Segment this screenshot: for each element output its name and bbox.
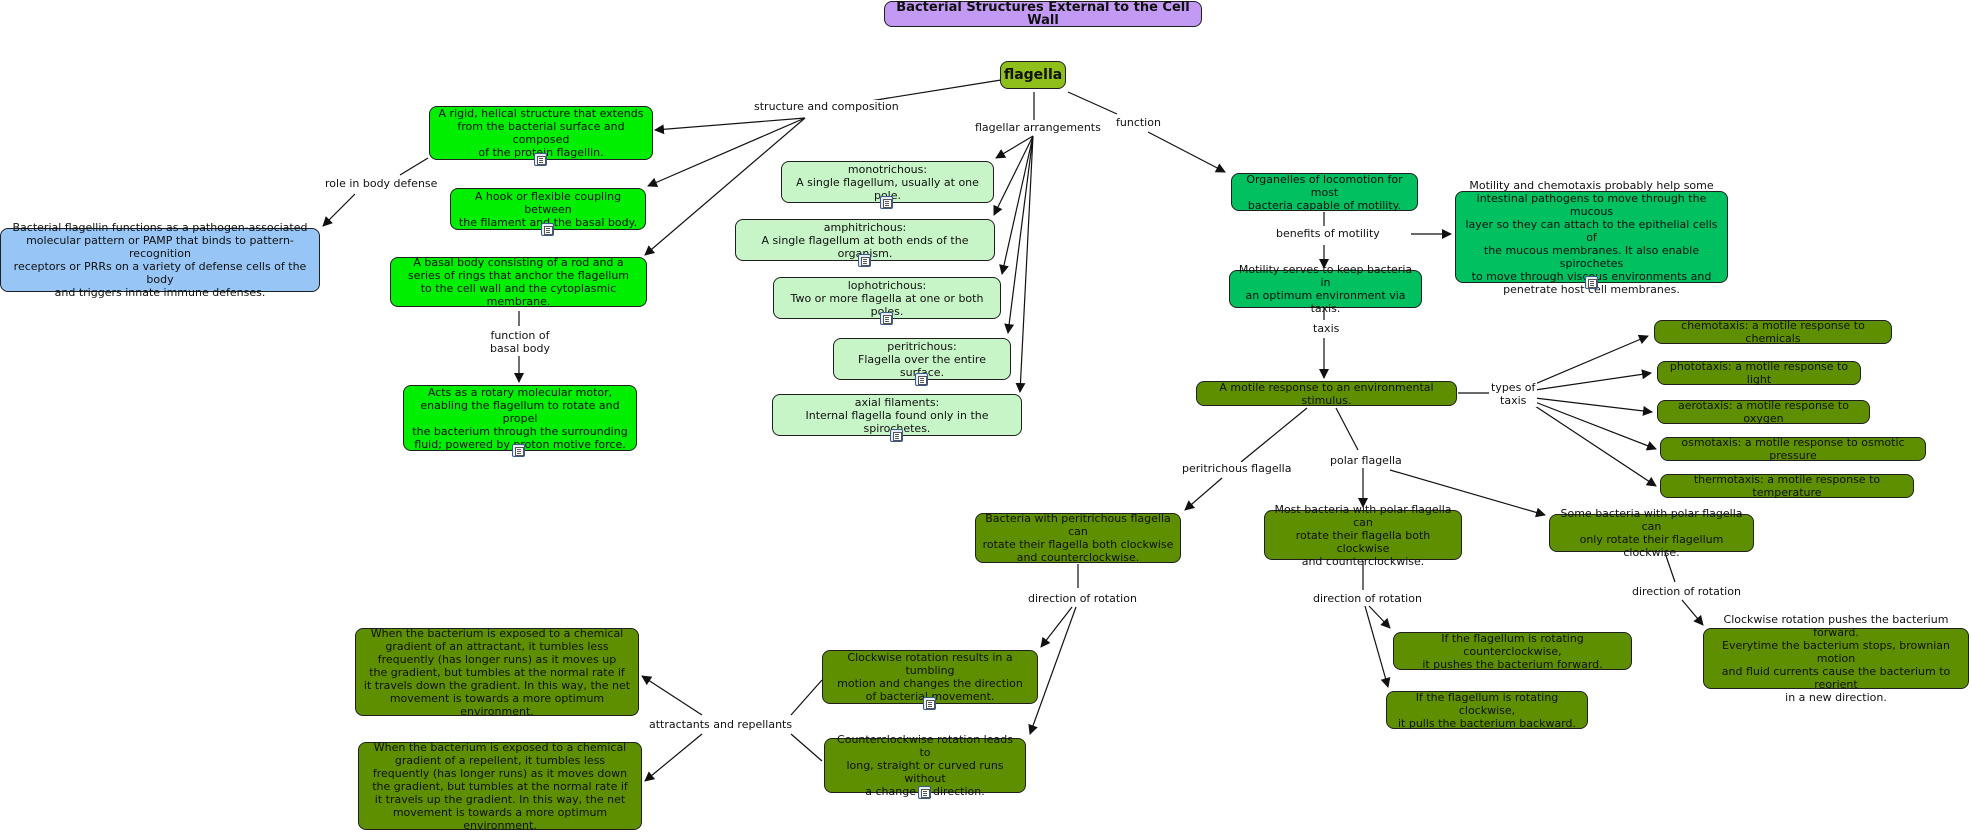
node-chemotaxis[interactable]: chemotaxis: a motile response to chemica…: [1654, 319, 1892, 345]
link-line: [869, 79, 1002, 102]
node-peritrichous-rotation[interactable]: Bacteria with peritrichous flagella can …: [975, 512, 1181, 564]
link-line: [1028, 606, 1077, 735]
link-label-direction-1: direction of rotation: [1026, 592, 1139, 605]
node-most-polar[interactable]: Most bacteria with polar flagella can ro…: [1264, 503, 1462, 568]
node-organelles[interactable]: Organelles of locomotion for most bacter…: [1231, 173, 1418, 212]
link-line: [1681, 599, 1704, 626]
link-label-taxis: taxis: [1311, 322, 1342, 335]
link-label-structure: structure and composition: [752, 100, 901, 113]
map-title: Bacterial Structures External to the Cel…: [884, 1, 1202, 27]
node-aerotaxis[interactable]: aerotaxis: a motile response to oxygen: [1657, 399, 1870, 425]
node-phototaxis[interactable]: phototaxis: a motile response to light: [1657, 360, 1861, 386]
link-line: [1389, 469, 1546, 518]
link-line: [654, 117, 806, 135]
link-line: [1335, 407, 1359, 451]
node-attractant-gradient[interactable]: When the bacterium is exposed to a chemi…: [355, 627, 639, 718]
link-line: [644, 733, 703, 782]
link-label-peritrichous-flagella: peritrichous flagella: [1180, 462, 1294, 475]
node-monotrichous[interactable]: monotrichous: A single flagellum, usuall…: [781, 161, 994, 203]
node-body-defense[interactable]: Bacterial flagellin functions as a patho…: [0, 221, 320, 299]
link-line: [399, 157, 429, 176]
link-label-types-taxis: types of taxis: [1489, 381, 1538, 407]
link-line: [1147, 131, 1226, 173]
link-line: [1184, 477, 1223, 511]
node-thermotaxis[interactable]: thermotaxis: a motile response to temper…: [1660, 473, 1914, 499]
link-label-function: function: [1114, 116, 1163, 129]
link-line: [1040, 606, 1073, 648]
resource-document-icon[interactable]: [880, 312, 893, 325]
link-line: [1368, 605, 1391, 629]
link-label-direction-2: direction of rotation: [1311, 592, 1424, 605]
link-line: [790, 679, 823, 716]
node-basal-body[interactable]: A basal body consisting of a rod and a s…: [390, 256, 647, 308]
link-line: [995, 135, 1034, 159]
link-line: [1364, 605, 1391, 688]
link-line: [999, 135, 1034, 275]
node-cw-pull[interactable]: If the flagellum is rotating clockwise, …: [1386, 691, 1588, 730]
resource-document-icon[interactable]: [918, 786, 931, 799]
link-line: [1664, 552, 1676, 583]
link-line: [1534, 334, 1649, 385]
link-label-direction-3: direction of rotation: [1630, 585, 1743, 598]
link-line: [790, 733, 823, 762]
resource-document-icon[interactable]: [534, 153, 547, 166]
link-label-body-defense: role in body defense: [323, 177, 440, 190]
link-line: [1015, 135, 1034, 393]
node-rotary-motor[interactable]: Acts as a rotary molecular motor, enabli…: [403, 385, 637, 451]
link-line: [1534, 369, 1652, 391]
link-line: [647, 117, 806, 188]
node-ccw-push[interactable]: If the flagellum is rotating countercloc…: [1393, 632, 1632, 671]
node-helical-structure[interactable]: A rigid, helical structure that extends …: [429, 106, 653, 160]
node-optimum-environment[interactable]: Motility serves to keep bacteria in an o…: [1229, 263, 1422, 315]
node-peritrichous[interactable]: peritrichous: Flagella over the entire s…: [833, 338, 1011, 380]
resource-document-icon[interactable]: [880, 196, 893, 209]
node-taxis-definition[interactable]: A motile response to an environmental st…: [1196, 381, 1457, 407]
node-clockwise-forward[interactable]: Clockwise rotation pushes the bacterium …: [1703, 613, 1969, 704]
node-clockwise-tumble[interactable]: Clockwise rotation results in a tumbling…: [822, 650, 1038, 704]
resource-document-icon[interactable]: [890, 429, 903, 442]
node-flagella[interactable]: flagella: [1000, 61, 1066, 89]
resource-document-icon[interactable]: [923, 697, 936, 710]
resource-document-icon[interactable]: [915, 373, 928, 386]
node-osmotaxis[interactable]: osmotaxis: a motile response to osmotic …: [1660, 436, 1926, 462]
link-label-polar-flagella: polar flagella: [1328, 454, 1404, 467]
node-intestinal-pathogens[interactable]: Motility and chemotaxis probably help so…: [1455, 179, 1728, 296]
link-line: [1534, 401, 1657, 451]
link-label-benefits: benefits of motility: [1274, 227, 1382, 240]
link-line: [1534, 397, 1653, 416]
link-label-arrangements: flagellar arrangements: [973, 121, 1103, 134]
link-line: [1534, 405, 1657, 487]
node-counterclockwise-runs[interactable]: Counterclockwise rotation leads to long,…: [824, 733, 1026, 798]
link-line: [644, 117, 806, 256]
link-line: [1240, 407, 1308, 463]
link-line: [322, 193, 356, 227]
link-line: [641, 675, 703, 716]
node-repellent-gradient[interactable]: When the bacterium is exposed to a chemi…: [358, 741, 642, 832]
link-line: [993, 135, 1034, 216]
node-lophotrichous[interactable]: lophotrichous: Two or more flagella at o…: [773, 277, 1001, 319]
link-line: [1067, 91, 1118, 115]
node-some-polar[interactable]: Some bacteria with polar flagella can on…: [1549, 507, 1754, 559]
link-line: [1004, 135, 1034, 334]
resource-document-icon[interactable]: [541, 223, 554, 236]
resource-document-icon[interactable]: [1585, 276, 1598, 289]
resource-document-icon[interactable]: [512, 444, 525, 457]
node-axial-filaments[interactable]: axial filaments: Internal flagella found…: [772, 394, 1022, 436]
link-label-basal-function: function of basal body: [488, 329, 552, 355]
link-label-attractants-repellants: attractants and repellants: [647, 718, 795, 731]
resource-document-icon[interactable]: [858, 254, 871, 267]
